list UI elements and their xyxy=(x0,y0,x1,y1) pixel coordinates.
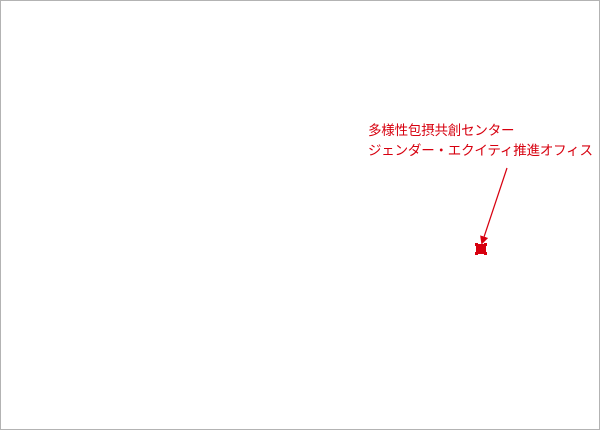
location-label-line-1: 多様性包摂共創センター xyxy=(368,123,515,139)
location-label-line-2: ジェンダー・エクイティ推進オフィス xyxy=(368,143,593,159)
location-label: 多様性包摂共創センター ジェンダー・エクイティ推進オフィス xyxy=(368,121,593,161)
